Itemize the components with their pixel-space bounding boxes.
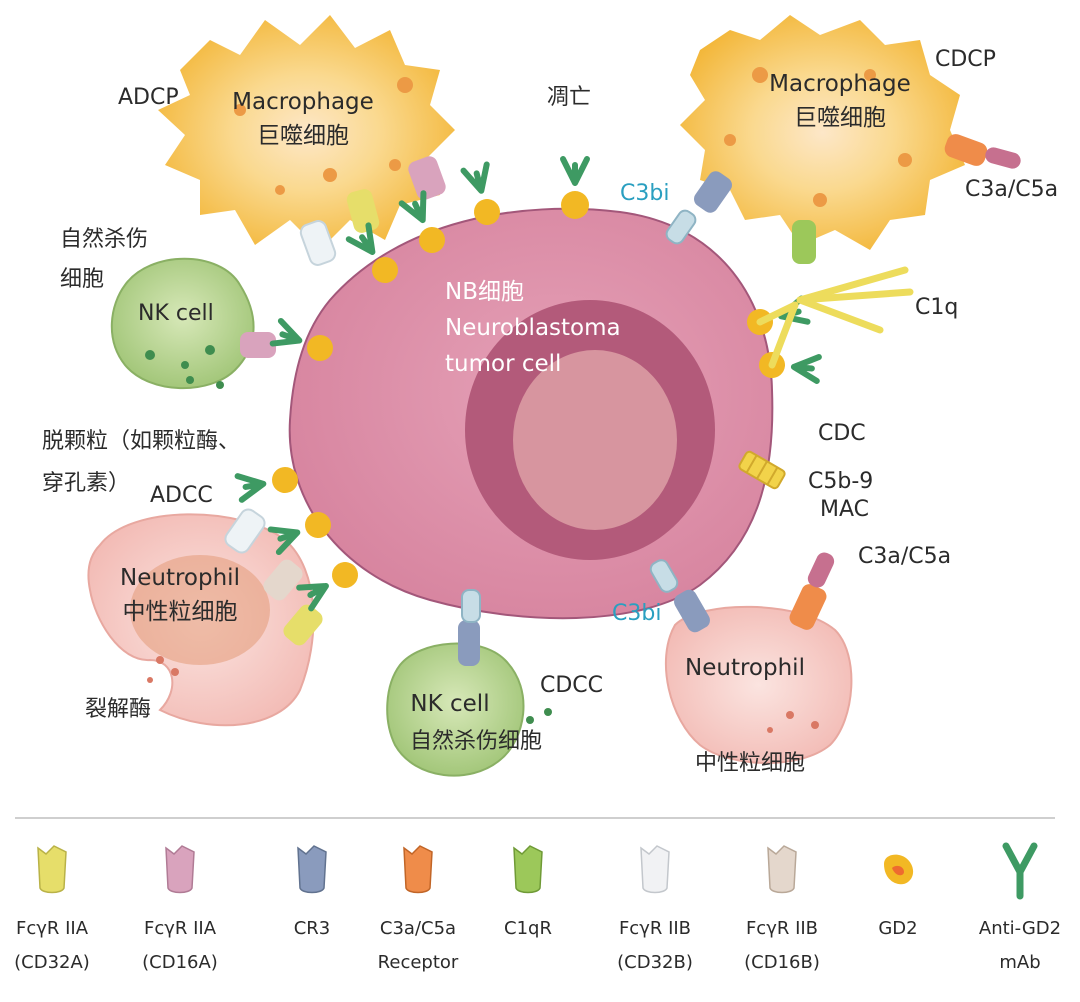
label-mac: MAC <box>820 497 870 522</box>
label-nk-bottom-cn: 自然杀伤细胞 <box>410 729 543 754</box>
c3bi-receptor-top <box>665 209 697 245</box>
label-degranulation-2: 穿孔素） <box>42 471 131 496</box>
label-nk-top-en: NK cell <box>138 301 214 326</box>
label-cdcp: CDCP <box>935 47 996 72</box>
label-macrophage-left-en: Macrophage <box>232 89 374 115</box>
label-neutrophil-left-en: Neutrophil <box>120 565 240 591</box>
legend-item-gd2: GD2 <box>878 918 918 939</box>
legend-icon-fcgr-iib-cd16b <box>767 845 797 894</box>
legend-item-fcgr-iia-cd16a: FcγR IIA(CD16A) <box>142 918 218 973</box>
label-cdcc: CDCC <box>540 673 604 698</box>
legend-item-fcgr-iib-cd32b: FcγR IIB(CD32B) <box>617 918 693 973</box>
legend-icon-anti-gd2-mab <box>1002 842 1038 900</box>
mac-pore <box>738 450 786 490</box>
macrophage-top-left <box>158 15 455 266</box>
legend-item-cr3: CR3 <box>293 918 331 939</box>
c1q-complex <box>756 266 914 369</box>
label-macrophage-right-en: Macrophage <box>769 71 911 97</box>
label-apoptosis: 凋亡 <box>547 85 592 110</box>
legend-icon-gd2 <box>884 854 914 885</box>
nk-cell-top-left <box>110 257 276 390</box>
label-macrophage-left-cn: 巨噬细胞 <box>257 123 349 149</box>
legend-icon-fcgr-iib-cd32b <box>640 845 670 894</box>
legend-icon-c3a-c5a-receptor <box>403 845 433 894</box>
label-c3bi-top: C3bi <box>620 181 670 206</box>
label-adcc: ADCC <box>150 483 213 508</box>
legend-item-fcgr-iib-cd16b: FcγR IIB(CD16B) <box>744 918 820 973</box>
label-nb-en-2: tumor cell <box>445 351 562 377</box>
neutrophil-right <box>649 552 853 764</box>
label-cdc: CDC <box>818 421 866 446</box>
legend-icon-fcgr-iia-cd16a <box>165 845 195 894</box>
label-neutrophil-left-cn: 中性粒细胞 <box>122 599 238 625</box>
label-c3a-c5a-right: C3a/C5a <box>858 544 952 569</box>
label-c1q: C1q <box>915 295 959 320</box>
tumor-nucleolus <box>513 350 677 530</box>
legend-icons <box>37 842 1038 900</box>
neutrophil-left <box>87 508 323 727</box>
label-nk-top-cn-1: 自然杀伤 <box>60 227 149 252</box>
legend-icon-fcgr-iia-cd32a <box>37 845 67 894</box>
legend-icon-cr3 <box>297 845 327 894</box>
label-c3a-c5a-top: C3a/C5a <box>965 177 1059 202</box>
macrophage-top-right <box>680 15 1021 264</box>
nk-cell-bottom <box>386 589 552 777</box>
neuroblastoma-tumor-cell <box>288 207 774 620</box>
label-degranulation-1: 脱颗粒（如颗粒酶、 <box>42 429 241 454</box>
label-neutrophil-right-en: Neutrophil <box>685 655 805 681</box>
legend-item-fcgr-iia-cd32a: FcγR IIA(CD32A) <box>14 918 90 973</box>
legend-icon-c1qr <box>513 845 543 894</box>
label-c5b9: C5b-9 <box>808 469 874 494</box>
label-macrophage-right-cn: 巨噬细胞 <box>794 105 886 131</box>
label-adcp: ADCP <box>118 85 179 110</box>
legend-item-c1qr: C1qR <box>504 918 552 939</box>
label-nk-top-cn-2: 细胞 <box>60 267 105 292</box>
label-neutrophil-right-cn: 中性粒细胞 <box>695 751 806 776</box>
label-nb-en-1: Neuroblastoma <box>445 315 621 341</box>
label-c3bi-bottom: C3bi <box>612 601 662 626</box>
label-nk-bottom-en: NK cell <box>410 691 490 717</box>
label-nb-cn: NB细胞 <box>445 279 524 305</box>
label-lytic-enzyme: 裂解酶 <box>85 697 152 722</box>
